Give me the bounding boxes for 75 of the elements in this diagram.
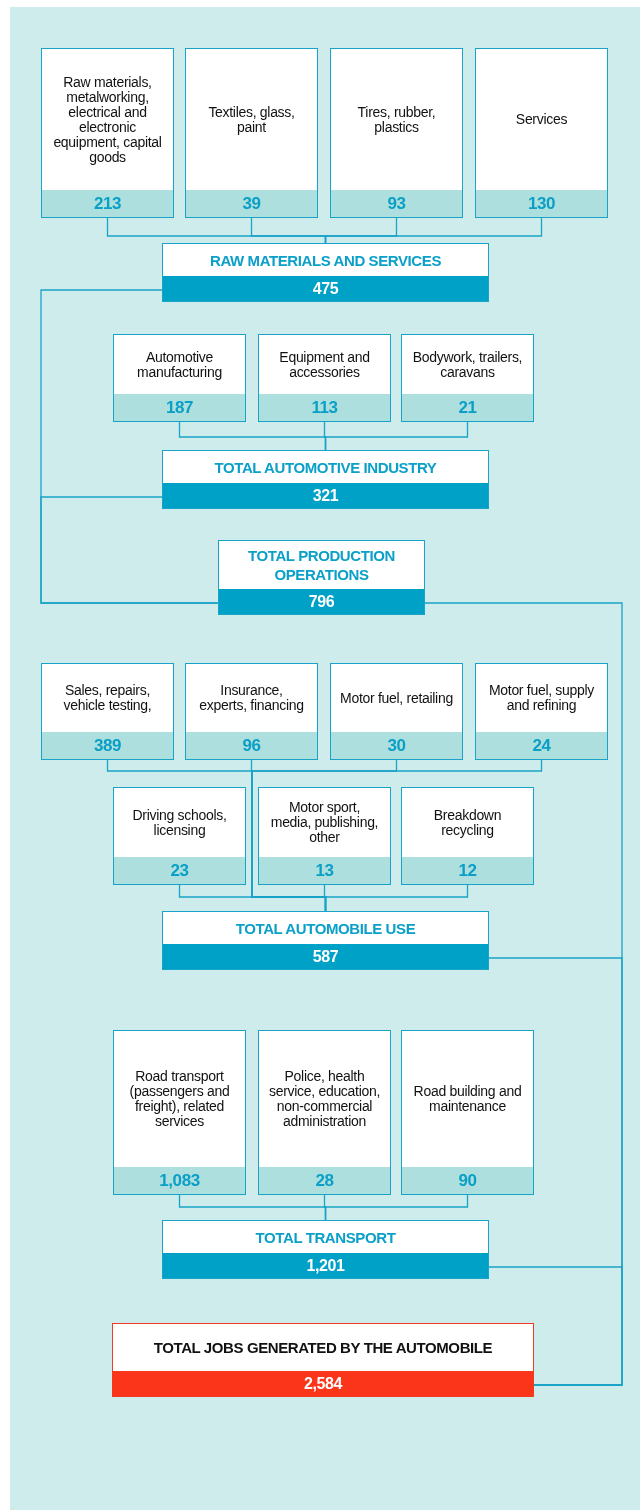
job-count: 28	[259, 1167, 390, 1194]
category-label: Motor sport, media, publishing, other	[269, 800, 380, 845]
job-count: 389	[42, 732, 173, 759]
total-label: RAW MATERIALS AND SERVICES	[210, 250, 441, 270]
category-label: Equipment and accessories	[278, 349, 371, 380]
category-box	[185, 663, 318, 760]
total-label: TOTAL TRANSPORT	[255, 1227, 396, 1247]
job-count: 213	[42, 190, 173, 217]
job-count: 96	[186, 732, 317, 759]
category-box	[185, 48, 318, 218]
total-box	[162, 1220, 489, 1279]
category-box	[401, 787, 534, 885]
category-box	[113, 787, 246, 885]
category-box	[258, 334, 391, 422]
category-label: Raw materials, metalworking, electrical and electronic equipment, capital goods	[52, 74, 163, 165]
job-count: 130	[476, 190, 607, 217]
job-count: 321	[163, 483, 488, 508]
job-count: 12	[402, 857, 533, 884]
category-label: Road transport (passengers and freight), related services	[128, 1069, 231, 1129]
category-box	[113, 334, 246, 422]
job-count: 30	[331, 732, 462, 759]
category-box	[475, 48, 608, 218]
total-box	[162, 911, 489, 970]
category-label: Insurance, experts, financing	[198, 683, 305, 713]
category-label: Sales, repairs, vehicle testing,	[62, 683, 153, 713]
job-count: 187	[114, 394, 245, 421]
connector-line	[488, 1266, 623, 1386]
connector-line	[324, 217, 543, 244]
category-label: Bodywork, trailers, caravans	[411, 349, 524, 380]
job-count: 1,083	[114, 1167, 245, 1194]
category-label: Driving schools, licensing	[131, 807, 228, 838]
connector-line	[324, 884, 469, 912]
total-label: TOTAL JOBS GENERATED BY THE AUTOMOBILE	[153, 1338, 493, 1357]
total-box	[218, 540, 425, 615]
connector-line	[40, 496, 219, 604]
category-label: Road building and maintenance	[412, 1084, 523, 1114]
job-count: 93	[331, 190, 462, 217]
category-box	[475, 663, 608, 760]
job-count: 796	[219, 589, 424, 614]
job-count: 113	[259, 394, 390, 421]
category-box	[330, 663, 463, 760]
job-count: 21	[402, 394, 533, 421]
category-box	[258, 1030, 391, 1195]
connector-line	[324, 421, 469, 451]
total-box	[112, 1323, 534, 1397]
job-count: 587	[163, 944, 488, 969]
total-label: TOTAL PRODUCTION OPERATIONS	[247, 546, 396, 584]
total-box	[162, 450, 489, 509]
total-label: TOTAL AUTOMOBILE USE	[235, 918, 416, 938]
category-box	[401, 334, 534, 422]
connector-line	[324, 1194, 469, 1221]
category-box	[41, 48, 174, 218]
total-box	[162, 243, 489, 302]
job-count: 475	[163, 276, 488, 301]
category-label: Motor fuel, supply and refining	[487, 683, 596, 713]
category-box	[330, 48, 463, 218]
job-count: 2,584	[113, 1371, 533, 1396]
job-count: 39	[186, 190, 317, 217]
job-count: 13	[259, 857, 390, 884]
category-box	[258, 787, 391, 885]
job-count: 24	[476, 732, 607, 759]
job-count: 23	[114, 857, 245, 884]
category-label: Motor fuel, retailing	[340, 690, 453, 706]
job-count: 90	[402, 1167, 533, 1194]
category-label: Police, health service, education, non-commercial administration	[268, 1069, 381, 1129]
category-label: Textiles, glass, paint	[207, 104, 296, 135]
category-label: Tires, rubber, plastics	[356, 104, 437, 135]
category-label: Automotive manufacturing	[136, 349, 223, 380]
category-box	[113, 1030, 246, 1195]
job-count: 1,201	[163, 1253, 488, 1278]
category-box	[401, 1030, 534, 1195]
category-label: Breakdown recycling	[432, 807, 503, 838]
category-label: Services	[515, 112, 568, 127]
total-label: TOTAL AUTOMOTIVE INDUSTRY	[214, 457, 437, 477]
category-box	[41, 663, 174, 760]
